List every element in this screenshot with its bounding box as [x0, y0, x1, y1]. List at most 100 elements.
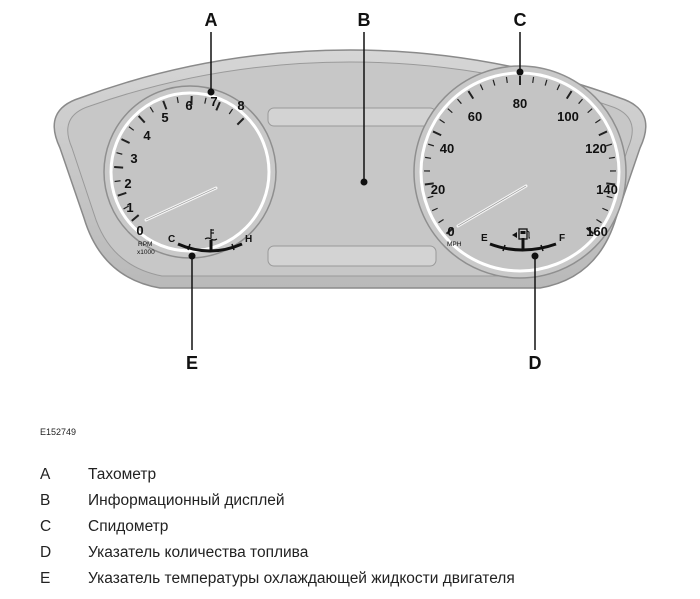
- speedometer-tick: [457, 98, 462, 105]
- legend-row: D Указатель количества топлива: [40, 540, 680, 566]
- display-top-bar: [267, 107, 437, 127]
- tachometer-tick: [149, 106, 154, 113]
- speedometer-needle-edge: [457, 185, 527, 227]
- speed-label-160: 160: [586, 224, 608, 239]
- fuel-gauge-tick-left: [502, 244, 506, 252]
- speedometer-tick: [492, 79, 496, 86]
- coolant-temperature-icon: [204, 229, 218, 241]
- tachometer-tick: [123, 205, 130, 210]
- speedometer-tick: [479, 84, 484, 91]
- speedometer-tick: [445, 227, 454, 235]
- speedometer-tick: [438, 219, 444, 224]
- legend-key: E: [40, 570, 51, 587]
- figure-id: E152749: [40, 427, 77, 437]
- tachometer-face: [109, 91, 271, 253]
- tachometer-numerals: 0 1 2 3 4 5 6 7 8: [124, 94, 244, 238]
- tachometer-tick: [114, 180, 121, 183]
- speedometer-tick: [505, 76, 508, 83]
- tachometer-tick: [236, 117, 245, 126]
- legend-key: C: [40, 518, 52, 535]
- speedometer-tick: [602, 207, 609, 212]
- rpm-unit-label: RPM: [138, 241, 152, 248]
- speedometer-tick: [447, 108, 453, 114]
- speedometer-scale-ticks: [423, 76, 617, 235]
- tachometer-tick: [121, 138, 131, 144]
- speedometer-tick: [587, 108, 593, 114]
- speed-label-0: 0: [447, 224, 454, 239]
- legend-key: B: [40, 492, 51, 509]
- legend-text: Информационный дисплей: [88, 492, 285, 509]
- tach-label-0: 0: [136, 223, 143, 238]
- speedometer-tick: [606, 182, 616, 186]
- legend-text: Указатель температуры охлаждающей жидкос…: [88, 570, 515, 587]
- tach-label-2: 2: [124, 176, 131, 191]
- tachometer-tick: [162, 100, 168, 110]
- tachometer-tick: [128, 126, 135, 131]
- speed-label-40: 40: [440, 141, 454, 156]
- speed-label-20: 20: [431, 182, 445, 197]
- tachometer-tick: [114, 166, 124, 169]
- legend-text: Спидометр: [88, 518, 169, 535]
- tach-label-7: 7: [210, 94, 217, 109]
- callout-a-letter: A: [205, 10, 218, 30]
- tachometer-tick: [176, 96, 179, 104]
- speedometer-tick: [544, 79, 548, 86]
- callout-c-letter: C: [514, 10, 527, 30]
- speedometer-tick: [432, 130, 442, 137]
- speedometer-tick: [598, 130, 608, 137]
- tachometer-needle-edge: [145, 187, 217, 221]
- legend-text: Тахометр: [88, 466, 157, 483]
- tachometer-tick: [215, 101, 221, 111]
- legend-row: C Спидометр: [40, 514, 680, 540]
- speedometer-tick: [427, 143, 435, 147]
- callout-e-letter: E: [186, 353, 198, 373]
- legend: A Тахометр B Информационный дисплей C Сп…: [40, 462, 680, 592]
- speedometer-numerals: 0 20 40 60 80 100 120 140 160: [431, 96, 618, 239]
- temperature-gauge-tick-left: [187, 243, 191, 251]
- speedometer-tick: [439, 119, 445, 124]
- speedometer-tick: [431, 207, 438, 212]
- speedometer-tick: [425, 156, 432, 159]
- speed-label-60: 60: [468, 109, 482, 124]
- speedometer-tick: [608, 156, 615, 159]
- tachometer-tick: [204, 97, 207, 104]
- tach-label-4: 4: [143, 128, 151, 143]
- temperature-low-label: C: [168, 234, 175, 245]
- tach-label-1: 1: [126, 200, 133, 215]
- fuel-empty-label: E: [481, 233, 488, 244]
- speed-label-120: 120: [585, 141, 607, 156]
- speedometer-tick: [467, 90, 475, 100]
- fuel-gauge-tick-right: [540, 244, 544, 252]
- callout-b-letter: B: [358, 10, 371, 30]
- speedometer-tick: [556, 84, 561, 91]
- legend-row: A Тахометр: [40, 462, 680, 488]
- tachometer-tick: [137, 115, 146, 124]
- speed-label-140: 140: [596, 182, 618, 197]
- tach-label-8: 8: [237, 98, 244, 113]
- tach-label-6: 6: [185, 98, 192, 113]
- speedometer-tick: [565, 90, 573, 100]
- callout-d-letter: D: [529, 353, 542, 373]
- tachometer-tick: [228, 108, 234, 115]
- temperature-high-label: H: [245, 234, 252, 245]
- tach-label-5: 5: [161, 110, 168, 125]
- rpm-multiplier-label: x1000: [137, 249, 155, 256]
- tachometer-tick: [131, 214, 140, 222]
- callout-a-dot: [207, 88, 215, 96]
- callout-d-dot: [531, 252, 539, 260]
- speedometer-tick: [606, 195, 613, 199]
- speedometer-tick: [596, 219, 602, 224]
- tach-label-3: 3: [130, 151, 137, 166]
- legend-row: B Информационный дисплей: [40, 488, 680, 514]
- tachometer-tick: [117, 191, 127, 197]
- fuel-full-label: F: [559, 233, 565, 244]
- speedometer-tick: [427, 195, 434, 199]
- callout-c-dot: [516, 68, 524, 76]
- legend-text: Указатель количества топлива: [88, 544, 309, 561]
- speed-label-80: 80: [513, 96, 527, 111]
- legend-key: A: [40, 466, 51, 483]
- legend-row: E Указатель температуры охлаждающей жидк…: [40, 566, 680, 592]
- mph-unit-label: MPH: [447, 241, 462, 248]
- tachometer-tick: [116, 152, 123, 155]
- speedometer-tick: [532, 76, 535, 83]
